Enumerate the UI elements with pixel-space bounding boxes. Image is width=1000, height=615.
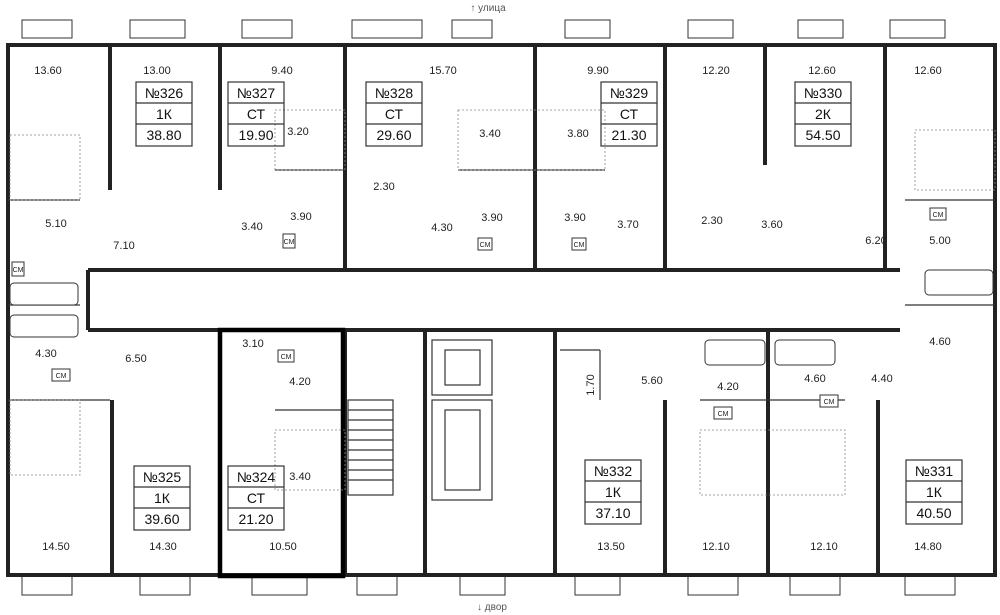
room-area: 5.10 bbox=[45, 218, 66, 230]
apartment-number: №324 bbox=[237, 469, 276, 485]
room-area: 3.40 bbox=[289, 471, 310, 483]
apartment-number: №328 bbox=[375, 85, 414, 101]
top-windows bbox=[21, 19, 946, 39]
washer-label: СМ bbox=[284, 239, 295, 246]
apartment-area: 21.20 bbox=[238, 511, 273, 527]
yard-direction-label: ↓ двор bbox=[477, 602, 507, 613]
highlighted-apartment-outline bbox=[217, 327, 346, 579]
room-area: 4.60 bbox=[929, 336, 950, 348]
partition-walls bbox=[8, 45, 995, 575]
apartment-328[interactable]: №328 СТ 29.60 bbox=[365, 81, 423, 147]
apartment-number: №331 bbox=[915, 463, 954, 479]
apartment-325[interactable]: №325 1К 39.60 bbox=[133, 465, 191, 531]
room-area: 4.20 bbox=[289, 376, 310, 388]
kitchen-zones bbox=[9, 109, 996, 496]
room-area: 12.10 bbox=[702, 541, 730, 553]
bathtubs bbox=[9, 269, 994, 366]
washer-markers: СМ СМ СМ СМ СМ СМ СМ СМ СМ bbox=[11, 207, 947, 420]
apartment-area: 40.50 bbox=[916, 505, 951, 521]
washer-label: СМ bbox=[574, 242, 585, 249]
room-area: 12.60 bbox=[808, 65, 836, 77]
room-area: 6.50 bbox=[125, 353, 146, 365]
washer-label: СМ bbox=[718, 411, 729, 418]
apartment-number: №325 bbox=[143, 469, 182, 485]
apartment-number: №329 bbox=[610, 85, 649, 101]
apartment-type: СТ bbox=[247, 106, 266, 122]
room-area: 3.40 bbox=[241, 221, 262, 233]
apartment-332[interactable]: №332 1К 37.10 bbox=[584, 459, 642, 525]
apartment-number: №332 bbox=[594, 463, 633, 479]
apartment-type: СТ bbox=[247, 490, 266, 506]
room-area: 3.90 bbox=[564, 212, 585, 224]
apartment-type: 1К bbox=[926, 484, 943, 500]
room-area: 15.70 bbox=[429, 65, 457, 77]
washer-label: СМ bbox=[824, 399, 835, 406]
apartment-331[interactable]: №331 1К 40.50 bbox=[905, 459, 963, 525]
apartment-330[interactable]: №330 2К 54.50 bbox=[794, 81, 852, 147]
room-area: 9.90 bbox=[587, 65, 608, 77]
apartment-329[interactable]: №329 СТ 21.30 bbox=[600, 81, 658, 147]
apartment-area: 37.10 bbox=[595, 505, 630, 521]
room-area: 4.60 bbox=[804, 373, 825, 385]
room-area: 13.50 bbox=[597, 541, 625, 553]
washer-label: СМ bbox=[933, 212, 944, 219]
room-area: 5.60 bbox=[641, 375, 662, 387]
washer-label: СМ bbox=[281, 354, 292, 361]
apartment-area: 38.80 bbox=[146, 127, 181, 143]
room-area: 2.30 bbox=[701, 215, 722, 227]
apartment-type: СТ bbox=[385, 106, 404, 122]
room-area: 6.20 bbox=[865, 235, 886, 247]
washer-label: СМ bbox=[56, 373, 67, 380]
apartment-number: №326 bbox=[145, 85, 184, 101]
apartment-type: СТ bbox=[620, 106, 639, 122]
room-area: 3.20 bbox=[287, 126, 308, 138]
apartment-number: №327 bbox=[237, 85, 276, 101]
room-area: 2.30 bbox=[373, 181, 394, 193]
room-area: 3.90 bbox=[290, 211, 311, 223]
apartment-area: 19.90 bbox=[238, 127, 273, 143]
room-area: 3.70 bbox=[617, 219, 638, 231]
apartment-327[interactable]: №327 СТ 19.90 bbox=[227, 81, 285, 147]
apartment-area: 54.50 bbox=[805, 127, 840, 143]
room-area: 3.60 bbox=[761, 219, 782, 231]
apartment-type: 1К bbox=[605, 484, 622, 500]
room-area: 4.40 bbox=[871, 373, 892, 385]
room-area: 4.30 bbox=[431, 222, 452, 234]
room-area: 14.80 bbox=[914, 541, 942, 553]
stairwell bbox=[347, 339, 493, 501]
apartment-area: 29.60 bbox=[376, 127, 411, 143]
apartment-type: 1К bbox=[154, 490, 171, 506]
room-area: 12.20 bbox=[702, 65, 730, 77]
room-area: 13.60 bbox=[34, 65, 62, 77]
washer-label: СМ bbox=[480, 242, 491, 249]
room-area: 13.00 bbox=[143, 65, 171, 77]
room-area: 7.10 bbox=[113, 240, 134, 252]
apartment-number: №330 bbox=[804, 85, 843, 101]
apartment-324[interactable]: №324 СТ 21.20 bbox=[227, 465, 285, 531]
room-area: 9.40 bbox=[271, 65, 292, 77]
apartment-type: 2К bbox=[815, 106, 832, 122]
room-area: 14.50 bbox=[42, 541, 70, 553]
bottom-windows bbox=[21, 574, 956, 596]
room-area: 3.10 bbox=[242, 338, 263, 350]
room-area-labels: 13.60 13.00 9.40 15.70 9.90 12.20 12.60 … bbox=[34, 65, 950, 553]
room-area: 12.60 bbox=[914, 65, 942, 77]
room-area: 4.30 bbox=[35, 348, 56, 360]
room-area: 12.10 bbox=[810, 541, 838, 553]
apartment-area: 21.30 bbox=[611, 127, 646, 143]
room-area: 5.00 bbox=[929, 235, 950, 247]
room-area: 4.20 bbox=[717, 381, 738, 393]
room-area: 3.80 bbox=[567, 128, 588, 140]
apartment-326[interactable]: №326 1К 38.80 bbox=[135, 81, 193, 147]
room-area: 3.40 bbox=[479, 128, 500, 140]
washer-label: СМ bbox=[13, 267, 24, 274]
apartment-type: 1К bbox=[156, 106, 173, 122]
apartment-area: 39.60 bbox=[144, 511, 179, 527]
room-area: 10.50 bbox=[269, 541, 297, 553]
street-direction-label: ↑ улица bbox=[470, 3, 506, 14]
room-area: 1.70 bbox=[585, 374, 597, 395]
room-area: 3.90 bbox=[481, 212, 502, 224]
room-area: 14.30 bbox=[149, 541, 177, 553]
